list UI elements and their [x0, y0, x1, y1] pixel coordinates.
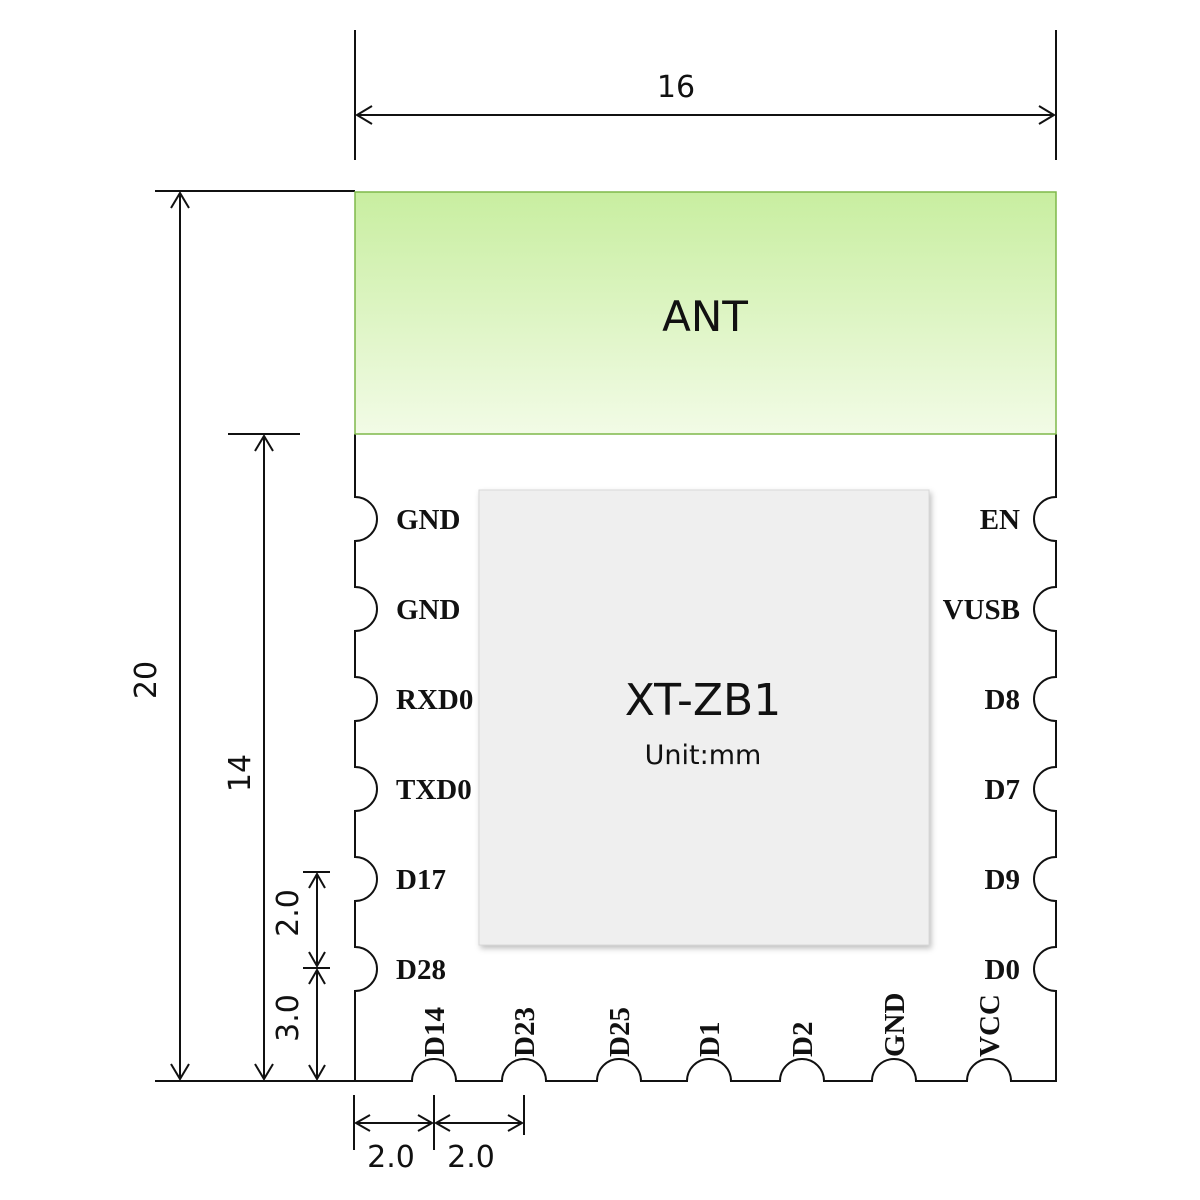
pin-pitch-horizontal-dimension: 2.0 2.0: [353, 1095, 525, 1175]
right-pin-label: D0: [985, 954, 1020, 986]
left-pin-label: GND: [396, 504, 460, 536]
bottom-pin-label: D25: [604, 1007, 636, 1057]
antenna-label: ANT: [662, 292, 748, 341]
right-pin-label: EN: [980, 504, 1020, 536]
module-outline: [354, 434, 1057, 1082]
pin-pitch-horizontal-label: 2.0: [447, 1140, 495, 1175]
bottom-pin-label: GND: [879, 993, 911, 1057]
bottom-pin-label: VCC: [974, 994, 1006, 1057]
left-pin-label: D28: [396, 954, 446, 986]
left-pin-label: RXD0: [396, 684, 473, 716]
left-pin-label: GND: [396, 594, 460, 626]
right-pin-label: D8: [985, 684, 1020, 716]
body-height-label: 14: [223, 754, 258, 792]
bottom-pin-label: D14: [419, 1007, 451, 1057]
chip-unit: Unit:mm: [645, 740, 762, 771]
bottom-pin-label: D1: [694, 1022, 726, 1057]
bottom-pins: D14 D23 D25 D1 D2 GND VCC: [419, 993, 1006, 1057]
pin-offset-vertical-label: 3.0: [271, 994, 306, 1042]
right-pin-label: VUSB: [943, 594, 1020, 626]
chip-title: XT-ZB1: [625, 675, 781, 726]
bottom-pin-label: D23: [509, 1007, 541, 1057]
antenna-area: ANT: [354, 191, 1057, 435]
pin-offset-horizontal-label: 2.0: [367, 1140, 415, 1175]
body-height-dimension: 14: [223, 433, 300, 1081]
width-dimension: 16: [354, 30, 1057, 160]
width-label: 16: [657, 70, 695, 105]
height-dimension: 20: [129, 190, 355, 1082]
pin-pitch-vertical-label: 2.0: [271, 889, 306, 937]
left-pin-label: TXD0: [396, 774, 472, 806]
chip: XT-ZB1 Unit:mm: [478, 489, 930, 946]
left-pin-label: D17: [396, 864, 446, 896]
pin-pitch-vertical-dimension: 2.0 3.0: [271, 871, 330, 1082]
bottom-pin-label: D2: [787, 1022, 819, 1057]
right-pin-label: D7: [985, 774, 1020, 806]
height-label: 20: [129, 661, 164, 699]
right-pin-label: D9: [985, 864, 1020, 896]
